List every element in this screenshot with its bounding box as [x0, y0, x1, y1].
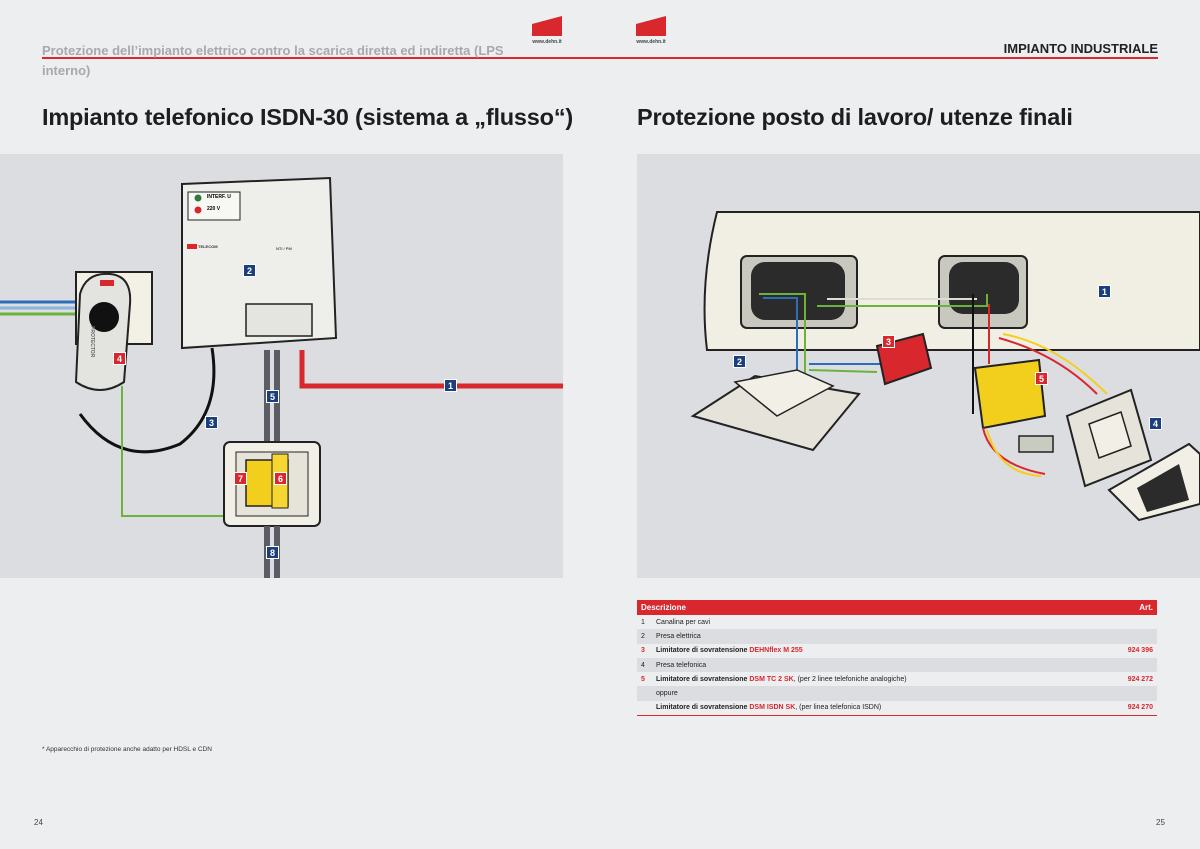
logo-mark — [636, 16, 666, 36]
tag-4: 4 — [113, 352, 126, 365]
tag-7: 7 — [234, 472, 247, 485]
page-number-left: 24 — [34, 818, 43, 827]
table-row: 4 Presa telefonica — [637, 657, 1157, 673]
tag-2: 2 — [243, 264, 256, 277]
row-text: Presa telefonica — [656, 661, 707, 669]
row-description: Limitatore di sovratensione DSM TC 2 SK,… — [652, 672, 1097, 686]
right-page: www.dehn.it IMPIANTO INDUSTRIALE Protezi… — [600, 0, 1200, 849]
row-description: Presa telefonica — [652, 657, 1097, 673]
product-name: DSM ISDN SK — [749, 704, 796, 712]
page-number-right: 25 — [1156, 818, 1165, 827]
logo-mark — [532, 16, 562, 36]
header-rule — [600, 57, 1158, 59]
row-number: 3 — [641, 647, 645, 655]
device-label-220v: 220 V — [207, 206, 221, 212]
tag-1: 1 — [1098, 285, 1111, 298]
row-number — [637, 700, 652, 716]
device-label-interf: INTERF. U — [207, 194, 231, 200]
row-text: Limitatore di sovratensione — [656, 647, 750, 655]
plug-label: PROTECTOR — [89, 326, 95, 358]
header-description: Descrizione — [637, 600, 1097, 615]
row-number — [637, 686, 652, 701]
tag-6: 6 — [274, 472, 287, 485]
dehn-logo: www.dehn.it — [636, 16, 666, 50]
workstation-illustration — [690, 211, 1200, 522]
tag-3: 3 — [882, 335, 895, 348]
tag-2: 2 — [733, 355, 746, 368]
tag-5: 5 — [266, 390, 279, 403]
page-title: Protezione posto di lavoro/ utenze final… — [637, 104, 1073, 130]
device-brand: TELECOM — [198, 244, 218, 249]
logo-url: www.dehn.it — [532, 39, 562, 45]
product-name: DSM TC 2 SK — [749, 675, 794, 683]
table-header: Descrizione Art. — [637, 600, 1157, 615]
tag-8: 8 — [266, 546, 279, 559]
device-label-ntpm: NTI / PM — [276, 246, 292, 251]
header-rule — [42, 57, 600, 59]
product-table: Descrizione Art. 1 Canalina per cavi 2 P… — [637, 600, 1157, 716]
workstation-diagram: 1 2 3 4 5 — [637, 154, 1200, 578]
row-text: Limitatore di sovratensione — [656, 675, 750, 683]
row-description: Canalina per cavi — [652, 615, 1097, 629]
table-row: 5 Limitatore di sovratensione DSM TC 2 S… — [637, 672, 1157, 686]
table-row: 2 Presa elettrica — [637, 629, 1157, 644]
table-row: 1 Canalina per cavi — [637, 615, 1157, 629]
row-text: oppure — [656, 690, 678, 698]
row-article: 924 272 — [1127, 675, 1153, 683]
section-category: IMPIANTO INDUSTRIALE — [1003, 41, 1158, 56]
isdn-illustration — [0, 176, 563, 578]
row-number: 5 — [641, 675, 645, 683]
row-article — [1097, 657, 1157, 673]
row-text: Canalina per cavi — [656, 618, 711, 626]
row-description: Limitatore di sovratensione DEHNflex M 2… — [652, 644, 1097, 658]
row-number: 1 — [641, 618, 645, 626]
row-description: Limitatore di sovratensione DSM ISDN SK,… — [652, 700, 1097, 716]
logo-url: www.dehn.it — [636, 39, 666, 45]
tag-3: 3 — [205, 416, 218, 429]
row-note: , (per linea telefonica ISDN) — [795, 704, 882, 712]
row-article — [1097, 629, 1157, 644]
row-text: Limitatore di sovratensione — [656, 704, 750, 712]
row-article: 924 270 — [1097, 700, 1157, 716]
page-title: Impianto telefonico ISDN-30 (sistema a „… — [42, 104, 574, 130]
tag-1: 1 — [444, 379, 457, 392]
footnote: * Apparecchio di protezione anche adatto… — [42, 746, 212, 753]
row-number: 4 — [637, 657, 652, 673]
row-note: , (per 2 linee telefoniche analogiche) — [793, 675, 907, 683]
row-text: Presa elettrica — [656, 632, 701, 640]
header-article: Art. — [1097, 600, 1157, 615]
row-description: Presa elettrica — [652, 629, 1097, 644]
row-number: 2 — [637, 629, 652, 644]
tag-4: 4 — [1149, 417, 1162, 430]
row-article — [1097, 615, 1157, 629]
product-name: DEHNflex M 255 — [749, 647, 803, 655]
isdn-diagram: INTERF. U 220 V NTI / PM TELECOM PROTECT… — [0, 154, 563, 578]
dehn-logo: www.dehn.it — [532, 16, 562, 50]
row-article — [1097, 686, 1157, 701]
left-page: Protezione dell’impianto elettrico contr… — [0, 16, 600, 827]
table-row: 3 Limitatore di sovratensione DEHNflex M… — [637, 644, 1157, 658]
tag-5: 5 — [1035, 372, 1048, 385]
section-header: Protezione dell’impianto elettrico contr… — [42, 43, 504, 78]
row-article: 924 396 — [1127, 647, 1153, 655]
table-row: Limitatore di sovratensione DSM ISDN SK,… — [637, 700, 1157, 716]
row-description: oppure — [652, 686, 1097, 701]
table-row: oppure — [637, 686, 1157, 701]
